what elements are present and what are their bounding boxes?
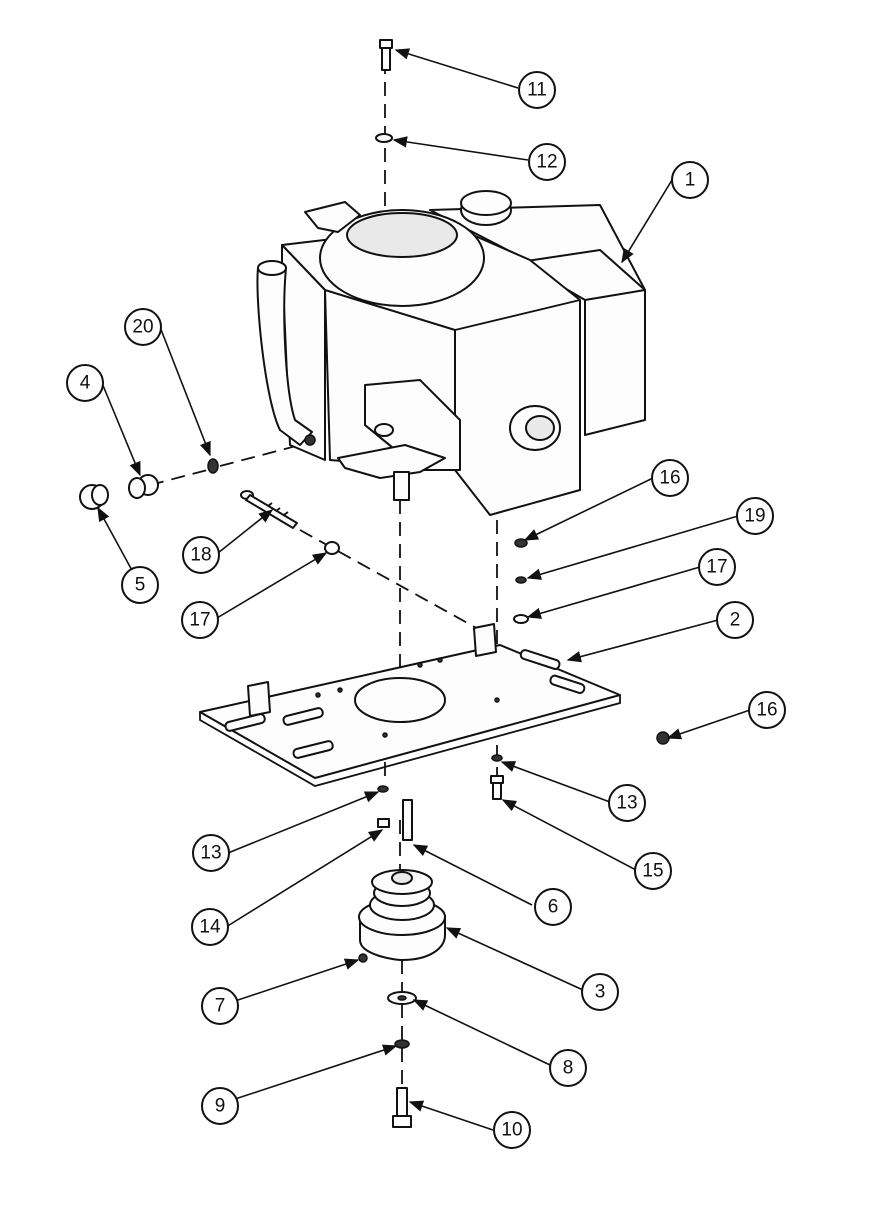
callout-18: 18 [182,536,220,574]
svg-text:3: 3 [595,982,606,1003]
svg-text:16: 16 [756,700,777,721]
nut-16-right [656,731,670,745]
svg-text:20: 20 [132,317,153,338]
nut-14 [377,818,390,828]
fitting-4 [128,474,159,499]
svg-text:14: 14 [199,917,221,938]
nut-16-top [514,538,528,548]
bolt-15 [490,775,504,800]
svg-text:9: 9 [215,1096,226,1117]
callout-1: 1 [671,161,709,199]
callout-20: 20 [124,308,162,346]
callout-17-left: 17 [181,601,219,639]
callout-8: 8 [549,1049,587,1087]
engine [256,190,646,516]
bolt-10 [392,1087,412,1128]
setscrew-7 [358,953,368,963]
lockwasher-19 [515,576,527,584]
svg-text:5: 5 [135,575,146,596]
svg-text:1: 1 [685,170,696,191]
callout-3: 3 [581,973,619,1011]
svg-text:13: 13 [616,793,637,814]
callout-16-top: 16 [651,459,689,497]
callout-16-right: 16 [748,691,786,729]
svg-text:4: 4 [80,373,91,394]
callout-15: 15 [634,852,672,890]
washer-12 [375,133,393,143]
plug-5 [79,484,109,510]
callouts: 1 2 3 4 5 6 7 8 9 10 11 12 13 13 14 15 1… [66,71,786,1149]
callout-4: 4 [66,364,104,402]
svg-text:15: 15 [642,861,663,882]
washer-17-left [324,541,340,555]
svg-text:13: 13 [200,843,221,864]
lockwasher-13-right [491,754,503,762]
callout-9: 9 [201,1087,239,1125]
bolt-18 [240,490,298,529]
svg-text:17: 17 [706,557,727,578]
base-plate [199,623,621,787]
svg-text:16: 16 [659,468,680,489]
callout-10: 10 [493,1111,531,1149]
svg-text:19: 19 [744,506,765,527]
callout-6: 6 [534,888,572,926]
svg-text:8: 8 [563,1058,574,1079]
svg-text:7: 7 [215,996,226,1017]
lockwasher-13-left [377,785,389,793]
svg-text:2: 2 [730,610,741,631]
washer-17-right [513,614,529,624]
callout-17-right: 17 [698,548,736,586]
svg-text:17: 17 [189,610,210,631]
svg-text:10: 10 [501,1120,522,1141]
svg-text:6: 6 [548,897,559,918]
washer-20 [207,458,219,474]
callout-14: 14 [191,908,229,946]
callout-13-right: 13 [608,784,646,822]
bolt-11 [379,39,393,71]
callout-5: 5 [121,566,159,604]
pulley [358,869,446,961]
callout-13-left: 13 [192,834,230,872]
washer-8 [387,991,417,1005]
svg-text:11: 11 [527,80,547,101]
callout-11: 11 [518,71,556,109]
lockwasher-9 [394,1039,410,1049]
key-6 [402,799,413,841]
callout-2: 2 [716,601,754,639]
svg-text:18: 18 [190,545,211,566]
svg-text:12: 12 [536,152,557,173]
callout-leaders [97,48,751,1131]
callout-19: 19 [736,497,774,535]
callout-12: 12 [528,143,566,181]
callout-7: 7 [201,987,239,1025]
